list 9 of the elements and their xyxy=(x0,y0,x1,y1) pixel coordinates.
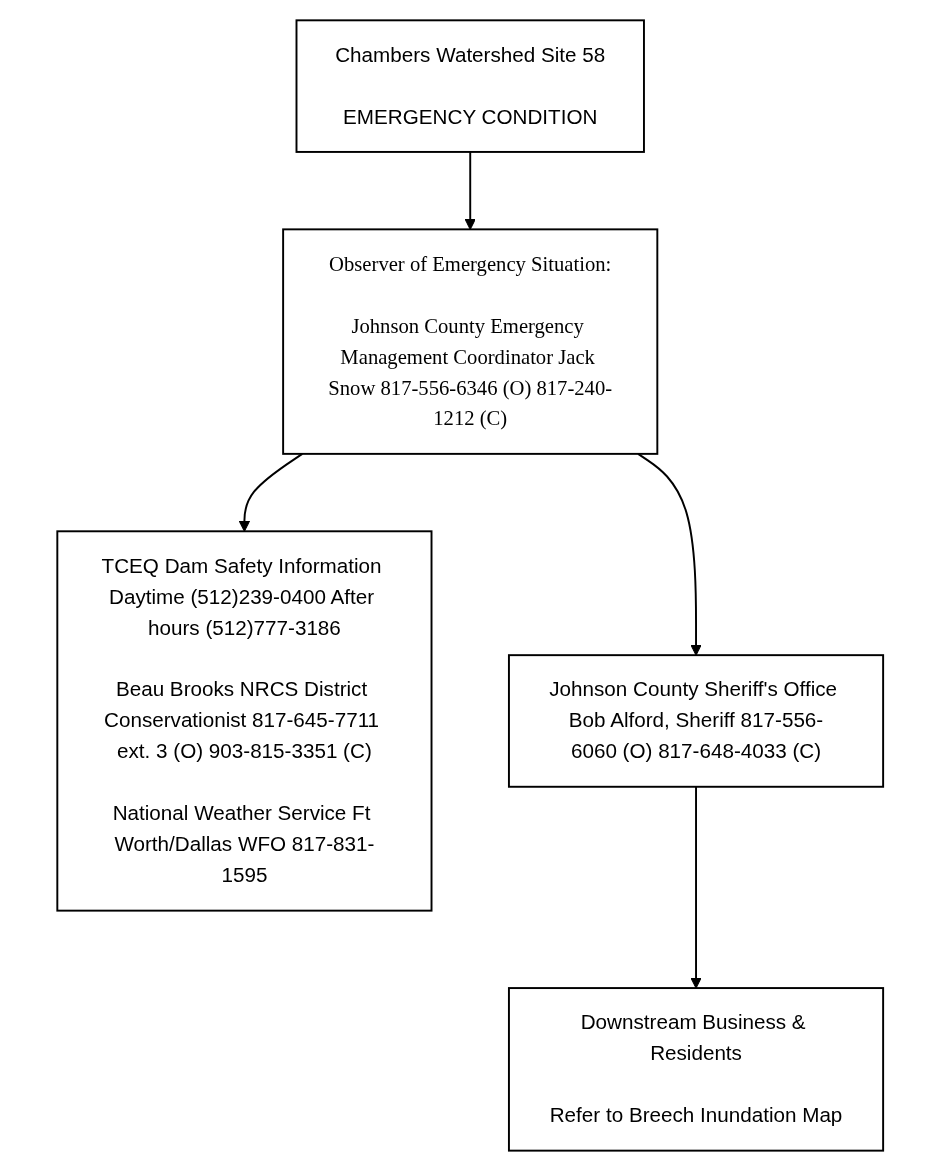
node-box: Johnson County Sheriff's Office Bob Alford, Sheriff 817-556-6060 (O) 817-648-4033 (C) xyxy=(508,654,885,788)
arrow xyxy=(637,452,702,656)
arrow xyxy=(464,151,477,230)
node-box: Observer of Emergency Situation: Johnson County Emergency Management Coordinator Jack Snow 817-556-6346 (O) 817-240-1212 (C) xyxy=(282,228,659,455)
arrow xyxy=(239,452,304,532)
arrow xyxy=(690,785,702,989)
node-box: Chambers Watershed Site 58 EMERGENCY CONDITION xyxy=(295,19,646,153)
node-box: TCEQ Dam Safety Information Daytime (512)239-0400 After hours (512)777-3186 Beau Brooks NRCS District Conservationist 817-645-7711 ext. 3 (O) 903-815-3351 (C) National Weather Service Ft Worth/Dallas WFO 817-831-1595 xyxy=(56,530,433,912)
node-box: Downstream Business & Residents Refer to Breech Inundation Map xyxy=(508,987,885,1152)
